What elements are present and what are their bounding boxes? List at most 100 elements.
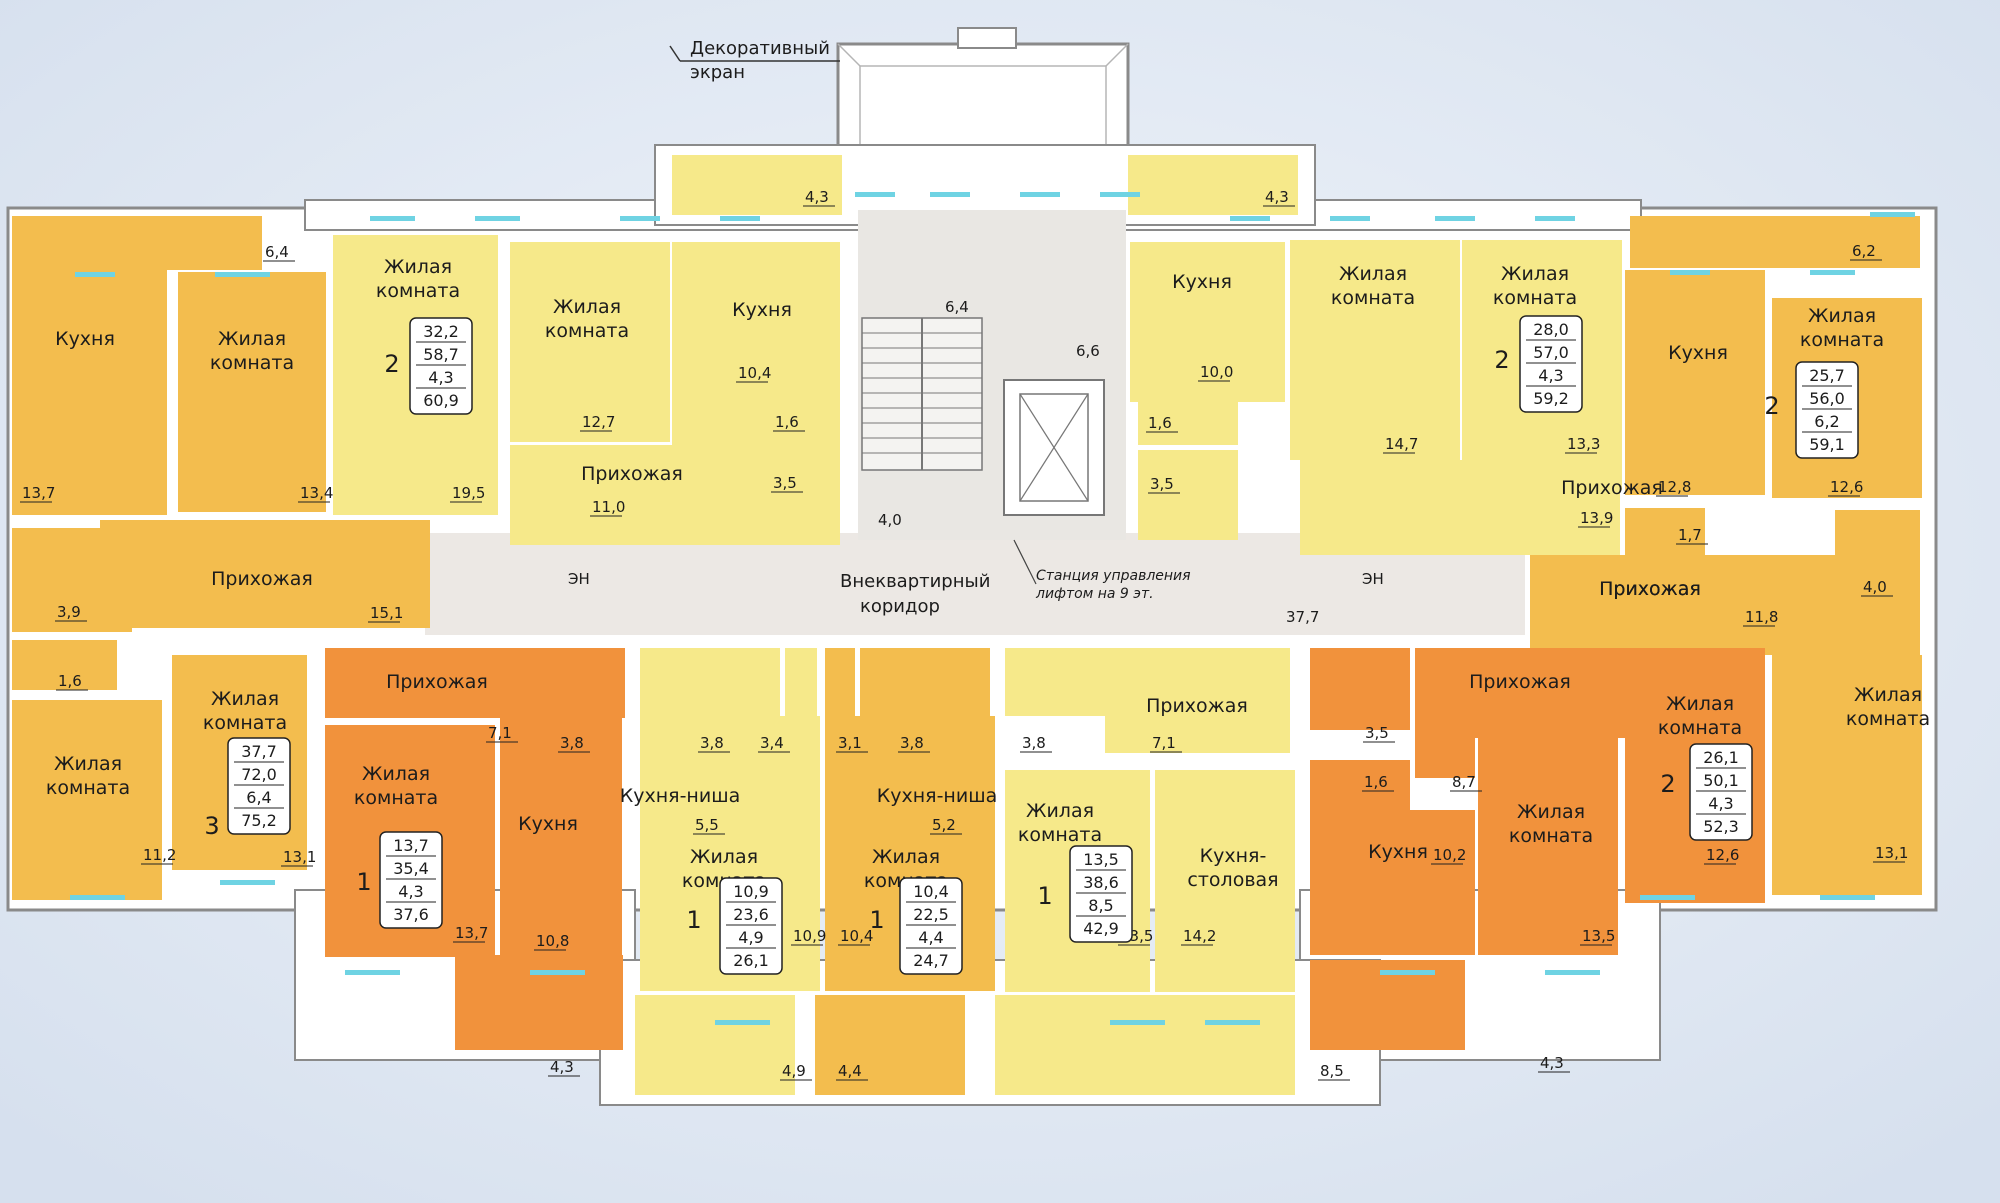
- window: [1435, 216, 1475, 221]
- apartment-room-count: 1: [356, 868, 371, 896]
- window: [930, 192, 970, 197]
- room-label: Кухня: [1368, 841, 1428, 863]
- room-fill: [1005, 648, 1105, 716]
- window: [475, 216, 520, 221]
- apartment-area-value: 59,1: [1809, 435, 1845, 454]
- room-area: 3,8: [700, 734, 724, 752]
- room-fill: [1155, 770, 1295, 992]
- room-fill: [1310, 760, 1410, 810]
- room-area: 3,9: [57, 603, 81, 621]
- room-fill: [672, 155, 842, 215]
- room-area: 13,5: [1582, 927, 1615, 945]
- window: [1020, 192, 1060, 197]
- room-fill: [12, 700, 162, 900]
- window: [1820, 895, 1875, 900]
- room-label: Прихожая: [211, 568, 313, 590]
- room-fill: [1310, 810, 1475, 955]
- room-area: 12,6: [1706, 846, 1739, 864]
- room-label: Прихожая: [1599, 578, 1701, 600]
- room-label: Кухня: [732, 299, 792, 321]
- room-fill: [1475, 648, 1625, 738]
- room-label: Прихожая: [581, 463, 683, 485]
- apartment-room-count: 3: [204, 812, 219, 840]
- apartment-plaque: 226,150,14,352,3: [1660, 743, 1753, 841]
- room-area: 13,7: [22, 484, 55, 502]
- apartment-area-value: 50,1: [1703, 771, 1739, 790]
- apartment-room-count: 1: [869, 906, 884, 934]
- room-label: Кухня: [518, 813, 578, 835]
- room-area: 3,8: [900, 734, 924, 752]
- room-fills: [12, 155, 1922, 1095]
- room-fill: [1625, 508, 1705, 558]
- screen-label-line1: Декоративный: [690, 38, 830, 59]
- en-label-left: ЭН: [568, 570, 590, 588]
- apartment-area-value: 60,9: [423, 391, 459, 410]
- window: [70, 895, 125, 900]
- window: [620, 216, 660, 221]
- room-fill: [825, 716, 995, 786]
- apartment-room-count: 2: [1660, 770, 1675, 798]
- room-fill: [1300, 460, 1620, 555]
- apartment-area-value: 58,7: [423, 345, 459, 364]
- apartment-plaque: 110,422,54,424,7: [869, 877, 963, 975]
- window: [1330, 216, 1370, 221]
- apartment-area-value: 26,1: [1703, 748, 1739, 767]
- screen-label-line2: экран: [690, 62, 745, 83]
- room-fill: [12, 640, 117, 690]
- room-area: 12,6: [1830, 478, 1863, 496]
- room-area: 1,6: [1364, 773, 1388, 791]
- room-area: 3,5: [1150, 475, 1174, 493]
- room-area: 1,6: [58, 672, 82, 690]
- corridor-label-line1: Внеквартирный: [840, 571, 990, 592]
- room-area: 6,4: [265, 243, 289, 261]
- apartment-plaque: 113,735,44,337,6: [356, 831, 443, 929]
- apartment-area-value: 28,0: [1533, 320, 1569, 339]
- room-area: 13,4: [300, 484, 333, 502]
- apartment-area-value: 37,6: [393, 905, 429, 924]
- apartment-area-value: 23,6: [733, 905, 769, 924]
- window: [1100, 192, 1140, 197]
- window: [1810, 270, 1855, 275]
- apartment-area-value: 57,0: [1533, 343, 1569, 362]
- apartment-area-value: 4,4: [918, 928, 943, 947]
- room-area: 3,5: [1365, 724, 1389, 742]
- room-area: 4,4: [838, 1062, 862, 1080]
- room-area: 7,1: [1152, 734, 1176, 752]
- room-fill: [1625, 270, 1765, 495]
- apartment-room-count: 2: [384, 350, 399, 378]
- room-fill: [1772, 655, 1922, 895]
- window: [855, 192, 895, 197]
- room-area: 14,7: [1385, 435, 1418, 453]
- window: [1545, 970, 1600, 975]
- room-area: 4,3: [1540, 1054, 1564, 1072]
- apartment-area-value: 72,0: [241, 765, 277, 784]
- room-area: 12,7: [582, 413, 615, 431]
- window: [1110, 1020, 1165, 1025]
- apartment-plaque: 113,538,68,542,9: [1037, 845, 1133, 943]
- room-label: Прихожая: [1469, 671, 1571, 693]
- room-area: 13,7: [455, 924, 488, 942]
- apartment-area-value: 24,7: [913, 951, 949, 970]
- apartment-plaque: 110,923,64,926,1: [686, 877, 783, 975]
- apartment-plaque: 225,756,06,259,1: [1764, 361, 1859, 459]
- room-fill: [720, 400, 840, 440]
- room-area: 1,6: [1148, 414, 1172, 432]
- apartment-area-value: 8,5: [1088, 896, 1113, 915]
- window: [1640, 895, 1695, 900]
- room-area: 1,6: [775, 413, 799, 431]
- apartment-area-value: 4,3: [1538, 366, 1563, 385]
- room-fill: [1415, 648, 1475, 778]
- apartment-area-value: 26,1: [733, 951, 769, 970]
- window: [1380, 970, 1435, 975]
- room-area: 6,2: [1852, 242, 1876, 260]
- room-fill: [178, 272, 326, 512]
